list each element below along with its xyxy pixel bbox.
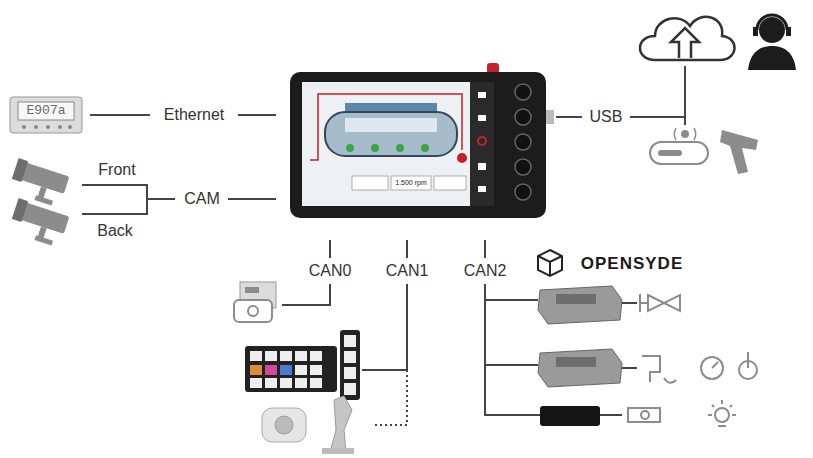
- text-label: 1.500 rpm: [395, 179, 427, 187]
- cloud-icon: [640, 17, 735, 60]
- opensyde-logo-icon: [538, 250, 562, 276]
- controller-units: [538, 286, 622, 426]
- joystick-icons: [262, 396, 354, 454]
- text-label: CAN0: [309, 262, 352, 280]
- text-label: Back: [97, 222, 133, 240]
- text-label: E907a: [26, 104, 65, 118]
- display-unit: [10, 97, 82, 133]
- text-label: CAM: [184, 190, 220, 208]
- text-label: CAN1: [386, 262, 429, 280]
- camera-icons: [8, 158, 70, 248]
- wires: [82, 66, 685, 425]
- text-label: OPENSYDE: [581, 255, 683, 274]
- text-label: USB: [590, 108, 623, 126]
- text-label: Front: [98, 161, 135, 179]
- support-person-icon: [748, 15, 796, 70]
- text-label: CAN2: [464, 262, 507, 280]
- tracker-scanner-icons: [650, 128, 758, 174]
- hmi-display: [290, 63, 554, 218]
- actuator-sensor-icons: [628, 294, 757, 426]
- text-label: Ethernet: [164, 106, 224, 124]
- camera-module-icon: [234, 282, 276, 322]
- keypad-icons: [245, 330, 360, 400]
